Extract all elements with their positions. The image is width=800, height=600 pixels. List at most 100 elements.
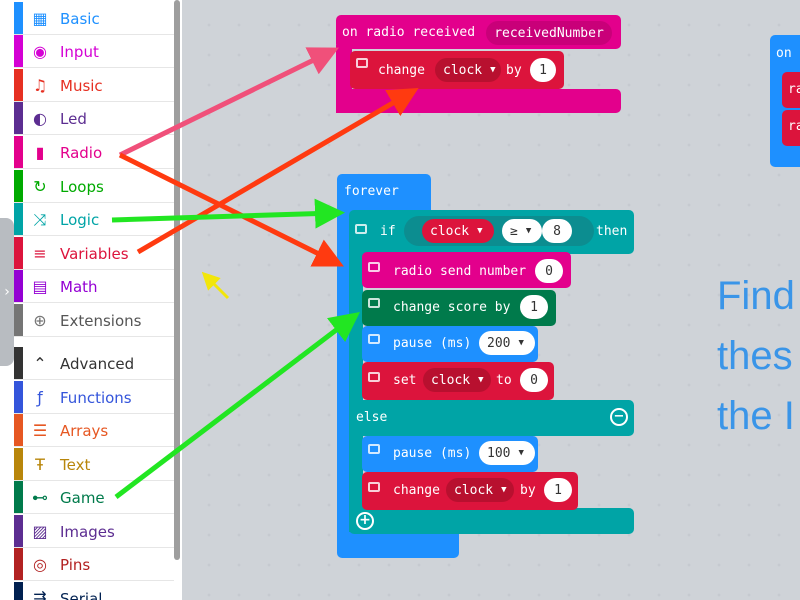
category-label: Logic [60, 211, 100, 229]
pause-duration-dropdown-1[interactable]: 200 ▼ [479, 331, 535, 355]
change-label: change [378, 63, 425, 78]
headphones-icon: ♫ [32, 76, 48, 95]
comment-icon [368, 482, 380, 492]
caret-down-icon: ▼ [478, 375, 484, 385]
category-label: Led [60, 110, 87, 128]
toggle-icon: ◐ [33, 109, 47, 128]
pause-label: pause (ms) [393, 336, 472, 351]
change-variable-dropdown[interactable]: clock▼ [446, 478, 514, 502]
overlay-instruction-text: Find thes the I [717, 274, 795, 438]
category-color-bar [14, 35, 23, 67]
category-color-bar [14, 304, 23, 336]
category-radio[interactable]: ▮Radio [14, 136, 174, 169]
category-loops[interactable]: ↻Loops [14, 170, 174, 203]
category-extensions[interactable]: ⊕ Extensions [14, 304, 174, 337]
comment-icon [355, 224, 367, 234]
signal-bars-icon: ▮ [35, 143, 45, 162]
compare-value-input[interactable]: 8 [542, 219, 572, 243]
category-color-bar [14, 582, 23, 600]
pause-duration-dropdown-2[interactable]: 100 ▼ [479, 441, 535, 465]
list-lines-icon: ≡ [33, 244, 47, 263]
if-label: if [380, 224, 396, 239]
partial-row2: ra [788, 119, 800, 134]
category-label: Arrays [60, 422, 109, 440]
toolbox: ▦ Basic ◉ Input ♫Music ◐ Led ▮Radio↻Loops⤨Logic… [0, 0, 182, 600]
plus-circle-icon: ⊕ [33, 311, 47, 330]
category-math[interactable]: ▤Math [14, 270, 174, 303]
category-label: Serial [60, 590, 103, 600]
category-input[interactable]: ◉ Input [14, 35, 174, 68]
change-value-input[interactable]: 1 [544, 478, 572, 502]
category-color-bar [14, 170, 23, 202]
radio-send-label: radio send number [393, 264, 527, 279]
category-led[interactable]: ◐ Led [14, 102, 174, 135]
to-label: to [496, 373, 512, 388]
loop-arrow-icon: ↻ [33, 177, 47, 196]
set-value-input[interactable]: 0 [520, 368, 548, 392]
caret-down-icon: ▼ [518, 338, 524, 348]
chevron-up-icon: ⌃ [33, 354, 47, 373]
compare-operator-dropdown[interactable]: ≥▼ [502, 219, 542, 243]
caret-down-icon: ▼ [490, 65, 496, 75]
category-label: Images [60, 523, 115, 541]
change-amount-input[interactable]: 1 [530, 58, 556, 82]
change-label: change [393, 483, 440, 498]
clock-variable-dropdown[interactable]: clock▼ [435, 58, 501, 82]
workspace[interactable]: on radio received receivedNumber change … [182, 0, 800, 600]
category-label: Math [60, 278, 98, 296]
dropdown-value: clock [430, 223, 470, 239]
category-label: Input [60, 43, 99, 61]
set-label: set [393, 373, 417, 388]
caret-down-icon: ▼ [525, 226, 532, 236]
on-radio-received-label: on radio received [342, 25, 476, 40]
condition-variable-dropdown[interactable]: clock ▼ [422, 219, 494, 243]
category-logic[interactable]: ⤨Logic [14, 203, 174, 236]
image-icon: ▨ [32, 522, 48, 541]
category-basic[interactable]: ▦ Basic [14, 2, 174, 35]
add-else-button[interactable]: + [356, 512, 374, 530]
comment-icon [368, 372, 380, 382]
category-label: Advanced [60, 355, 135, 373]
then-label: then [596, 224, 628, 239]
grid-icon: ▦ [32, 9, 48, 28]
caret-down-icon: ▼ [477, 226, 483, 236]
received-number-param[interactable]: receivedNumber [486, 21, 612, 45]
category-images[interactable]: ▨ Images [14, 515, 174, 548]
dropdown-value: ≥ [510, 223, 518, 239]
remove-else-button[interactable]: − [610, 408, 628, 426]
category-arrays[interactable]: ☰Arrays [14, 414, 174, 447]
collapse-toolbox-button[interactable]: › [0, 218, 14, 366]
category-game[interactable]: ⊷Game [14, 481, 174, 514]
category-pins[interactable]: ◎Pins [14, 548, 174, 581]
category-color-bar [14, 237, 23, 269]
dropdown-value: 100 [487, 445, 511, 461]
category-label: Basic [60, 10, 100, 28]
category-color-bar [14, 548, 23, 580]
change-score-label: change score by [393, 300, 511, 315]
comment-icon [368, 298, 380, 308]
caret-down-icon: ▼ [518, 448, 524, 458]
category-music[interactable]: ♫Music [14, 69, 174, 102]
input-circle-icon: ◉ [33, 42, 47, 61]
category-label: Game [60, 489, 105, 507]
category-label: Text [60, 456, 91, 474]
category-serial[interactable]: ⇶Serial [14, 582, 174, 600]
radio-send-value-input[interactable]: 0 [535, 259, 563, 283]
dropdown-value: 200 [487, 335, 511, 351]
category-color-bar [14, 448, 23, 480]
category-color-bar [14, 381, 23, 413]
toolbox-scrollbar[interactable] [174, 0, 180, 560]
chevron-right-icon: › [4, 284, 10, 300]
category-variables[interactable]: ≡Variables [14, 237, 174, 270]
change-score-value-input[interactable]: 1 [520, 295, 548, 319]
category-color-bar [14, 203, 23, 235]
partial-block-label: on [776, 46, 792, 61]
comment-icon [368, 262, 380, 272]
category-color-bar [14, 270, 23, 302]
category-advanced[interactable]: ⌃ Advanced [14, 347, 174, 380]
pause-label: pause (ms) [393, 446, 472, 461]
category-label: Extensions [60, 312, 142, 330]
set-variable-dropdown[interactable]: clock▼ [423, 368, 491, 392]
